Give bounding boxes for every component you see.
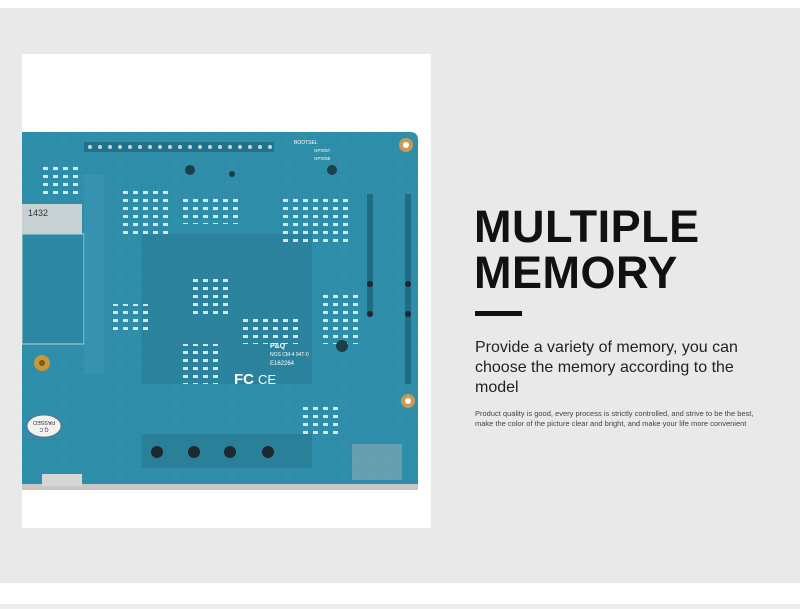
svg-text:Q.C: Q.C xyxy=(39,426,48,432)
bootsel-label: BOOTSEL xyxy=(294,140,318,146)
fc-mark: FC xyxy=(234,371,254,388)
product-photo: BOOTSEL GPIO57 GPIO58 P&Q NOS CM-4 94T-0… xyxy=(22,54,431,528)
fine-print-paragraph: Product quality is good, every process i… xyxy=(475,409,754,428)
circuit-board-image: BOOTSEL GPIO57 GPIO58 P&Q NOS CM-4 94T-0… xyxy=(22,132,418,490)
model-label: NOS CM-4 94T-0 xyxy=(270,352,309,358)
headline-line-1: MULTIPLE xyxy=(474,201,700,252)
ce-mark: CE xyxy=(258,372,276,387)
accent-rule xyxy=(475,311,522,316)
gpio-label: GPIO57 xyxy=(314,148,331,153)
headline-line-2: MEMORY xyxy=(474,247,678,298)
qc-sticker: Q.C PASSED xyxy=(26,414,62,438)
id-label: E162264 xyxy=(270,361,295,367)
svg-text:PASSED: PASSED xyxy=(33,419,55,425)
pq-label: P&Q xyxy=(270,343,286,350)
section-headline: MULTIPLE MEMORY xyxy=(474,204,774,296)
bottom-divider xyxy=(0,604,800,609)
chip-label: 1432 xyxy=(28,208,48,218)
pin-header xyxy=(84,142,274,152)
lead-paragraph: Provide a variety of memory, you can cho… xyxy=(475,339,738,396)
bottom-connectors xyxy=(22,434,418,490)
gpio-label: GPIO58 xyxy=(314,156,331,161)
